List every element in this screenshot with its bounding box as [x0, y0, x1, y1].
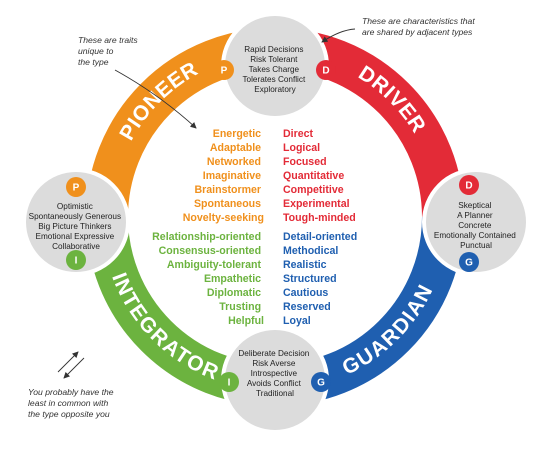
- guardian-trait: Realistic: [283, 259, 327, 271]
- pioneer-trait: Novelty-seeking: [183, 212, 264, 224]
- guardian-badge-letter: G: [465, 258, 473, 269]
- node-top-line: Tolerates Conflict: [242, 75, 306, 84]
- node-bottom-line: Avoids Conflict: [247, 379, 302, 388]
- integrator-badge: [219, 372, 239, 392]
- integrator-badge-letter: I: [228, 378, 231, 389]
- integrator-traits: Relationship-oriented Consensus-oriented…: [152, 231, 264, 327]
- integrator-trait: Diplomatic: [207, 287, 261, 299]
- guardian-badge-letter: G: [317, 378, 325, 389]
- guardian-trait: Cautious: [283, 287, 328, 299]
- node-right-line: Skeptical: [458, 201, 491, 210]
- guardian-traits: Detail-oriented Methodical Realistic Str…: [283, 231, 360, 327]
- driver-badge-letter: D: [465, 181, 472, 192]
- note-line: These are traits: [78, 35, 138, 45]
- driver-traits: Direct Logical Focused Quantitative Comp…: [283, 128, 356, 224]
- guardian-trait: Reserved: [283, 301, 331, 313]
- pioneer-badge: [66, 177, 86, 197]
- note-line: the type: [78, 57, 109, 67]
- unique-traits-arrow: [114, 69, 197, 129]
- note-line: You probably have the: [28, 387, 114, 397]
- node-bottom-integrator-guardian: Deliberate Decision Risk Averse Introspe…: [219, 326, 331, 434]
- opposite-type-note: You probably have the least in common wi…: [28, 387, 116, 419]
- node-right-line: A Planner: [457, 211, 493, 220]
- node-left-line: Collaborative: [52, 242, 100, 251]
- shared-traits-note: These are characteristics that are share…: [362, 16, 477, 37]
- driver-trait: Competitive: [283, 184, 344, 196]
- node-top-pioneer-driver: Rapid Decisions Risk Tolerant Takes Char…: [214, 12, 336, 120]
- note-line: These are characteristics that: [362, 16, 475, 26]
- integrator-badge: [66, 250, 86, 270]
- guardian-trait: Loyal: [283, 315, 311, 327]
- note-line: least in common with: [28, 398, 108, 408]
- node-right-driver-guardian: Skeptical A Planner Concrete Emotionally…: [422, 168, 530, 276]
- node-left-line: Big Picture Thinkers: [38, 222, 111, 231]
- node-right-line: Concrete: [458, 221, 492, 230]
- driver-trait: Logical: [283, 142, 320, 154]
- node-right-line: Punctual: [460, 241, 492, 250]
- node-left-line: Emotional Expressive: [35, 232, 114, 241]
- node-bottom-text: Deliberate Decision Risk Averse Introspe…: [238, 349, 311, 398]
- opposite-arrow-up: [57, 351, 79, 373]
- integrator-trait: Relationship-oriented: [152, 231, 261, 243]
- node-top-line: Rapid Decisions: [244, 45, 303, 54]
- node-top-line: Takes Charge: [249, 65, 300, 74]
- note-line: the type opposite you: [28, 409, 110, 419]
- pioneer-trait: Adaptable: [210, 142, 261, 154]
- node-bottom-line: Risk Averse: [252, 359, 296, 368]
- driver-trait: Quantitative: [283, 170, 344, 182]
- driver-badge: [459, 175, 479, 195]
- pioneer-traits: Energetic Adaptable Networked Imaginativ…: [183, 128, 264, 224]
- unique-traits-note: These are traits unique to the type: [78, 35, 140, 67]
- guardian-badge: [311, 372, 331, 392]
- pioneer-trait: Brainstormer: [195, 184, 262, 196]
- opposite-arrow-down: [63, 357, 85, 379]
- pioneer-badge: [214, 60, 234, 80]
- integrator-trait: Empathetic: [204, 273, 261, 285]
- node-left-pioneer-integrator: Optimistic Spontaneously Generous Big Pi…: [22, 168, 130, 276]
- driver-badge-letter: D: [322, 66, 329, 77]
- driver-badge: [316, 60, 336, 80]
- driver-trait: Experimental: [283, 198, 350, 210]
- pioneer-trait: Imaginative: [203, 170, 261, 182]
- guardian-trait: Detail-oriented: [283, 231, 357, 243]
- pioneer-trait: Networked: [207, 156, 261, 168]
- note-line: unique to: [78, 46, 114, 56]
- node-bottom-line: Traditional: [256, 389, 294, 398]
- node-left-line: Spontaneously Generous: [29, 212, 121, 221]
- node-bottom-line: Introspective: [251, 369, 298, 378]
- driver-trait: Tough-minded: [283, 212, 356, 224]
- integrator-badge-letter: I: [75, 256, 78, 267]
- integrator-trait: Consensus-oriented: [159, 245, 261, 257]
- pioneer-badge-letter: P: [221, 66, 228, 77]
- guardian-trait: Structured: [283, 273, 337, 285]
- driver-trait: Direct: [283, 128, 313, 140]
- node-top-line: Exploratory: [254, 85, 296, 94]
- node-left-text: Optimistic Spontaneously Generous Big Pi…: [29, 202, 124, 251]
- pioneer-trait: Spontaneous: [194, 198, 261, 210]
- guardian-trait: Methodical: [283, 245, 338, 257]
- node-right-line: Emotionally Contained: [434, 231, 516, 240]
- node-right-text: Skeptical A Planner Concrete Emotionally…: [434, 201, 518, 250]
- driver-trait: Focused: [283, 156, 327, 168]
- node-left-line: Optimistic: [57, 202, 93, 211]
- pioneer-badge-letter: P: [73, 183, 80, 194]
- pioneer-trait: Energetic: [213, 128, 261, 140]
- shared-traits-arrow: [321, 28, 356, 43]
- node-top-line: Risk Tolerant: [250, 55, 298, 64]
- integrator-trait: Ambiguity-tolerant: [167, 259, 262, 271]
- guardian-badge: [459, 252, 479, 272]
- node-top-text: Rapid Decisions Risk Tolerant Takes Char…: [242, 45, 307, 94]
- integrator-trait: Trusting: [219, 301, 261, 313]
- note-line: are shared by adjacent types: [362, 27, 473, 37]
- integrator-trait: Helpful: [228, 315, 264, 327]
- node-bottom-line: Deliberate Decision: [238, 349, 309, 358]
